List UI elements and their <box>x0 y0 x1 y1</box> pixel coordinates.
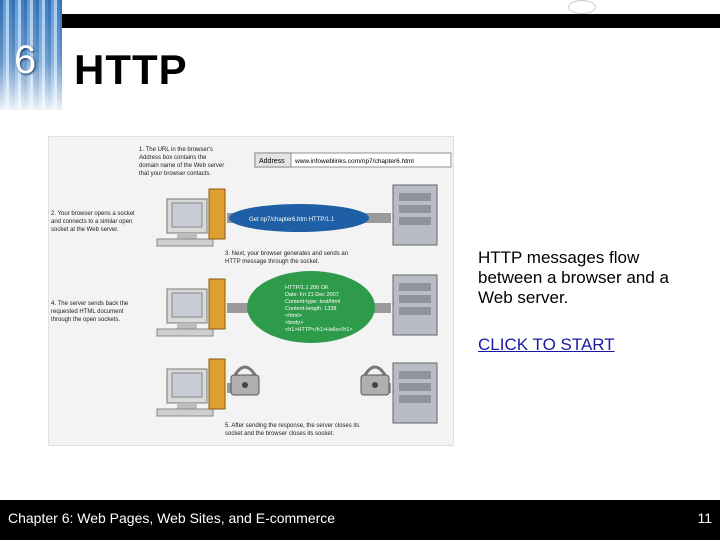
step1-text: 1. The URL in the browser's Address box … <box>139 147 226 177</box>
footer-bar: Chapter 6: Web Pages, Web Sites, and E-c… <box>0 500 720 540</box>
decorative-fade <box>0 0 62 110</box>
client-computer-1 <box>156 188 226 247</box>
address-label: Address <box>259 158 285 165</box>
lock-icon <box>360 365 390 396</box>
decorative-circle <box>568 0 596 14</box>
step3-text: 3. Next, your browser generates and send… <box>225 251 350 265</box>
diagram-caption: HTTP messages flow between a browser and… <box>478 248 669 307</box>
server-1 <box>392 184 438 246</box>
client-computer-3 <box>156 358 226 417</box>
server-3 <box>392 362 438 424</box>
address-bar: Address www.infoweblinks.com/np7/chapter… <box>254 152 452 168</box>
response-message: HTTP/1.1 200 OK Date: Fri 21 Dec 2007 Co… <box>285 285 353 333</box>
header-bar <box>62 14 720 28</box>
client-computer-2 <box>156 278 226 337</box>
step2-text: 2. Your browser opens a socket and conne… <box>51 211 136 233</box>
http-diagram: 1. The URL in the browser's Address box … <box>48 136 454 446</box>
response-pipe: HTTP/1.1 200 OK Date: Fri 21 Dec 2007 Co… <box>227 271 391 343</box>
step5-text: 5. After sending the response, the serve… <box>225 423 361 437</box>
request-pipe: Get np7/chapter6.htm HTTP/1.1 <box>227 204 391 232</box>
click-to-start-link[interactable]: CLICK TO START <box>478 335 615 354</box>
footer-chapter: Chapter 6: Web Pages, Web Sites, and E-c… <box>8 510 336 526</box>
step4-text: 4. The server sends back the requested H… <box>51 301 130 323</box>
slide-number: 6 <box>14 38 37 82</box>
address-url: www.infoweblinks.com/np7/chapter6.html <box>294 158 414 165</box>
lock-icon <box>230 365 260 396</box>
footer-page-number: 11 <box>697 510 712 526</box>
slide-title: HTTP <box>74 46 188 93</box>
get-message: Get np7/chapter6.htm HTTP/1.1 <box>249 217 335 223</box>
http-diagram-svg: 1. The URL in the browser's Address box … <box>51 147 452 437</box>
server-2 <box>392 274 438 336</box>
